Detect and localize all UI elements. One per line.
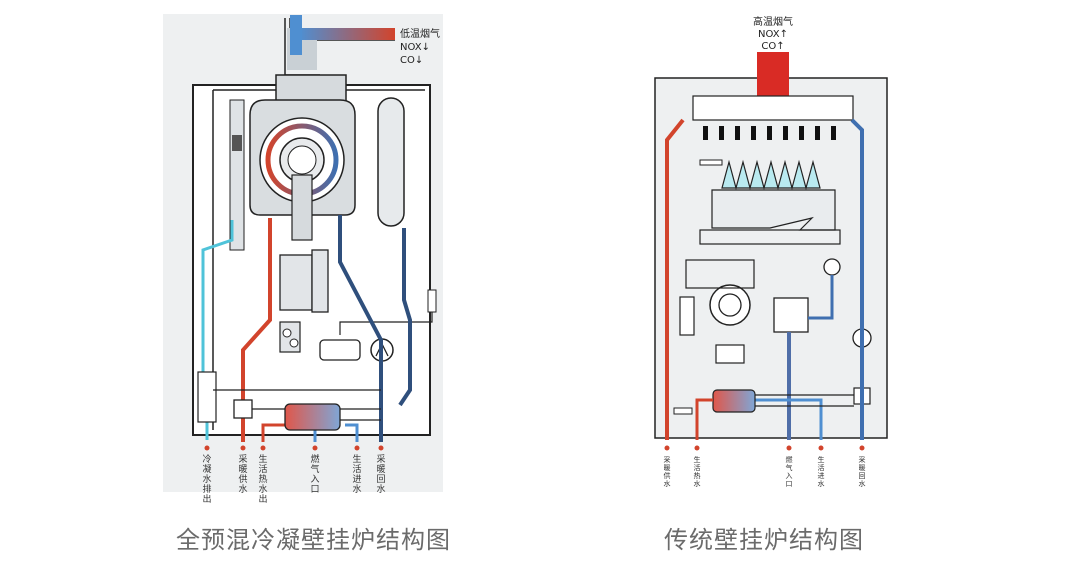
right-diagram: 高温烟气 NOX↑ CO↑ 采暖供水 生活热水 燃气入口 生活进水 采暖回水 bbox=[654, 15, 888, 488]
left-caption: 全预混冷凝壁挂炉结构图 bbox=[176, 526, 451, 554]
left-heat-exchanger bbox=[249, 99, 356, 241]
left-bottom-label-2: 采暖供水 bbox=[238, 454, 247, 495]
right-bottom-label-2: 生活热水 bbox=[694, 455, 701, 488]
right-gas-valve bbox=[773, 297, 809, 333]
left-plate-heat-exchanger bbox=[284, 403, 341, 431]
right-flue-pipe bbox=[757, 52, 789, 96]
left-gas-valve bbox=[279, 254, 313, 311]
left-diagram: 低温烟气 NOX↓ CO↓ 冷凝水排出 采暖供水 生活热水出 燃气入口 生活进水 采暖回水 bbox=[163, 14, 443, 505]
right-bottom-label-3: 燃气入口 bbox=[786, 455, 793, 488]
right-caption: 传统壁挂炉结构图 bbox=[664, 526, 864, 554]
left-bottom-label-1: 冷凝水排出 bbox=[202, 453, 211, 505]
right-plate-heat-exchanger bbox=[712, 389, 756, 413]
left-expansion-vessel bbox=[377, 97, 405, 227]
left-bottom-label-4: 燃气入口 bbox=[310, 453, 319, 495]
left-bottom-labels: 冷凝水排出 采暖供水 生活热水出 燃气入口 生活进水 采暖回水 bbox=[202, 453, 385, 505]
right-bottom-label-1: 采暖供水 bbox=[664, 455, 671, 488]
left-bottom-label-3: 生活热水出 bbox=[258, 453, 267, 505]
right-bottom-labels: 采暖供水 生活热水 燃气入口 生活进水 采暖回水 bbox=[664, 455, 866, 488]
right-burner-flames bbox=[699, 159, 821, 191]
right-flue-label-1: 高温烟气 bbox=[753, 15, 793, 28]
right-heat-exchanger-fins bbox=[703, 126, 836, 140]
right-bottom-label-5: 采暖回水 bbox=[859, 455, 866, 488]
left-flue-label-3: CO↓ bbox=[400, 55, 423, 66]
right-flue-label-2: NOX↑ bbox=[758, 29, 788, 40]
left-bottom-label-5: 生活进水 bbox=[352, 453, 361, 495]
right-flue-label-3: CO↑ bbox=[761, 41, 784, 52]
right-bottom-label-4: 生活进水 bbox=[818, 455, 825, 488]
left-bottom-label-6: 采暖回水 bbox=[376, 454, 385, 495]
left-flue-label-2: NOX↓ bbox=[400, 42, 430, 53]
left-flue-label-1: 低温烟气 bbox=[400, 27, 440, 40]
